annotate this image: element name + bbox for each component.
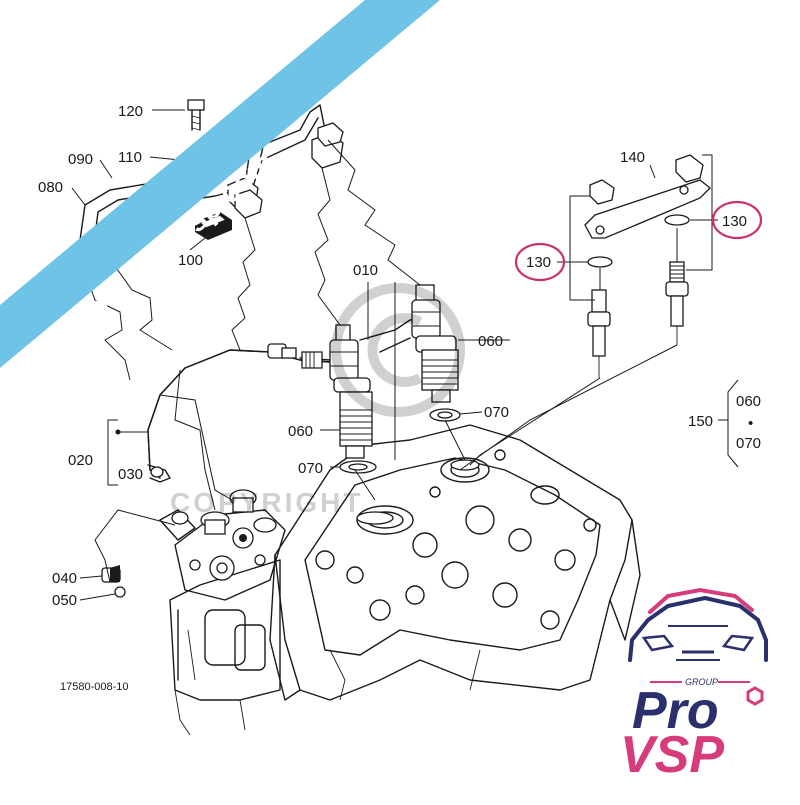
part-label-110: 110 xyxy=(118,149,142,166)
injector-left xyxy=(299,324,373,459)
injection-pump xyxy=(159,489,286,601)
injector-right xyxy=(379,284,459,403)
highlight-130-left xyxy=(514,242,566,282)
glow-plug-assembly xyxy=(584,154,711,378)
copyright-text: COPYRIGHT xyxy=(170,487,363,518)
part-labels: 120 110 090 080 100 010 060 060 070 070 … xyxy=(38,103,761,693)
part-label-090: 090 xyxy=(68,151,93,168)
part-label-120: 120 xyxy=(118,103,143,120)
brand-line-1: Pro xyxy=(632,682,719,740)
brand-tagline: GROUP xyxy=(685,677,718,687)
part-label-080: 080 xyxy=(38,179,63,196)
car-icon xyxy=(628,587,768,662)
leader-lines xyxy=(71,109,739,601)
part-label-150: 150 xyxy=(688,413,713,430)
part-label-150-060: 060 xyxy=(736,393,761,410)
part-label-040: 040 xyxy=(52,570,77,587)
part-label-070-left: 070 xyxy=(298,460,323,477)
part-label-130-left: 130 xyxy=(526,254,551,271)
highlight-circles xyxy=(514,200,763,282)
leak-off-pipe xyxy=(147,317,426,483)
part-label-150-070: 070 xyxy=(736,435,761,452)
drawing-reference: 17580-008-10 xyxy=(60,681,129,693)
nozzle-washers xyxy=(339,408,480,525)
part-label-100: 100 xyxy=(178,252,203,269)
part-label-060-right: 060 xyxy=(478,333,503,350)
part-label-020: 020 xyxy=(68,452,93,469)
banjo-fitting xyxy=(101,565,126,598)
hexagon-icon xyxy=(746,686,764,706)
engine-block xyxy=(169,559,281,736)
part-label-070-right: 070 xyxy=(484,404,509,421)
part-label-150-dot: • xyxy=(748,415,753,432)
part-label-010: 010 xyxy=(353,262,378,279)
brand-line-2: VSP xyxy=(620,726,724,784)
part-label-140: 140 xyxy=(620,149,645,166)
part-label-050: 050 xyxy=(52,592,77,609)
part-label-060-left: 060 xyxy=(288,423,313,440)
part-label-030: 030 xyxy=(118,466,143,483)
part-label-130-right: 130 xyxy=(722,213,747,230)
cylinder-head xyxy=(269,424,641,701)
website-banner: pro-piece-vsp.com xyxy=(0,0,440,368)
copyright-watermark: COPYRIGHT xyxy=(170,283,465,518)
brand-logo: GROUP Pro VSP xyxy=(620,587,768,784)
highlight-130-right xyxy=(711,200,763,240)
